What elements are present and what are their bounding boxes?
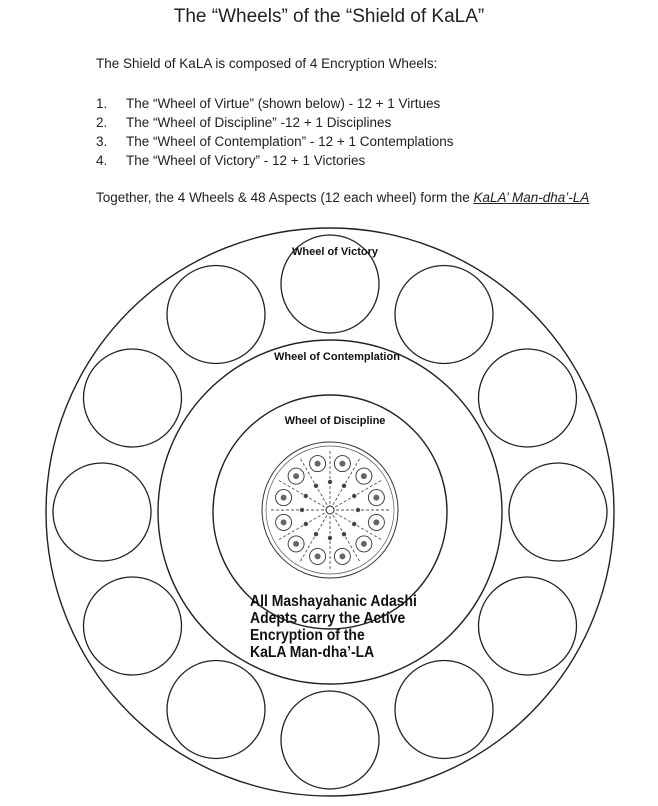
caption-line: Encryption of the <box>250 627 365 644</box>
list-number: 1. <box>96 96 108 111</box>
victory-circle <box>477 576 578 676</box>
emblem-glyph-circle <box>275 513 293 531</box>
emblem-glyph-dot <box>360 540 367 547</box>
emblem-glyph-circle <box>287 467 305 485</box>
emblem-glyph-circle <box>275 489 293 507</box>
list-item: 1. The “Wheel of Virtue” (shown below) - … <box>96 94 454 113</box>
list-item: 4. The “Wheel of Victory” - 12 + 1 Victor… <box>96 151 454 170</box>
emblem-glyph-dot <box>280 519 287 526</box>
emblem-glyph-dot <box>293 473 300 480</box>
victory-circle <box>394 264 494 365</box>
emblem-glyph-dot <box>360 473 367 480</box>
outer-wheel-circle <box>45 227 615 797</box>
emblem-ray <box>277 479 326 508</box>
victory-circles-group <box>52 234 608 790</box>
emblem-glyph-circle <box>355 467 373 485</box>
victory-circle <box>477 348 578 448</box>
emblem-inner-dot <box>313 483 319 488</box>
emblem-ray <box>334 512 383 541</box>
emblem-glyph-circle <box>367 513 385 531</box>
victory-circle <box>166 264 266 365</box>
emblem-glyph-dot <box>373 494 380 501</box>
emblem-glyphs-group <box>275 455 385 565</box>
emblem-ray <box>277 512 326 541</box>
wheel-of-discipline-label: Wheel of Discipline <box>285 415 386 427</box>
list-text: The “Wheel of Virtue” (shown below) - 12… <box>126 96 441 111</box>
list-text: The “Wheel of Victory” - 12 + 1 Victorie… <box>126 153 366 168</box>
wheel-of-victory-label: Wheel of Victory <box>292 246 379 258</box>
list-number: 3. <box>96 134 108 149</box>
emblem-glyph-dot <box>339 553 346 560</box>
emblem-inner-dot <box>299 507 305 513</box>
emblem-inner-dot <box>327 535 333 541</box>
emblem-ray <box>299 514 328 563</box>
emblem-glyph-circle <box>355 535 373 553</box>
emblem-inner-dot <box>313 532 319 537</box>
victory-circle <box>52 462 152 562</box>
victory-circle <box>82 348 183 448</box>
emblem-glyph-dot <box>339 460 346 467</box>
wheel-of-virtue-emblem <box>261 441 399 579</box>
caption-line: Adepts carry the Active <box>250 610 406 627</box>
emblem-center <box>325 505 335 515</box>
emblem-glyph-dot <box>314 553 321 560</box>
emblem-inner-dot <box>352 521 357 527</box>
emblem-inner-dot <box>303 493 308 499</box>
emblem-inner-dot <box>341 483 347 488</box>
emblem-inner-dot <box>352 493 357 499</box>
inner-wheel-circle <box>212 394 448 630</box>
victory-circle <box>166 659 266 760</box>
list-item: 2. The “Wheel of Discipline” -12 + 1 Disc… <box>96 113 454 132</box>
page-title: The “Wheels” of the “Shield of KaLA” <box>173 6 485 27</box>
emblem-ray <box>299 457 328 506</box>
emblem-ray <box>332 514 361 563</box>
emblem-glyph-dot <box>373 519 380 526</box>
emblem-rays-group <box>270 450 390 570</box>
victory-circle <box>508 462 608 562</box>
emblem-inner-dot <box>327 479 333 485</box>
emblem-glyph-circle <box>333 547 351 565</box>
emblem-inner-dot <box>303 521 308 527</box>
emblem-ray <box>334 479 383 508</box>
middle-wheel-circle <box>157 339 503 685</box>
victory-circle <box>82 576 183 676</box>
intro-text: The Shield of KaLA is composed of 4 Encr… <box>96 56 438 71</box>
emblem-inner-dot <box>355 507 361 513</box>
emblem-glyph-circle <box>367 489 385 507</box>
adepts-caption: All Mashayahanic Adashi Adepts carry the… <box>250 593 417 661</box>
kala-mandala-link: KaLA’ Man-dha’-LA <box>473 190 590 205</box>
wheels-list: 1. The “Wheel of Virtue” (shown below) - … <box>96 94 454 170</box>
emblem-outer-ring <box>261 441 399 579</box>
emblem-glyph-circle <box>287 535 305 553</box>
wheel-of-contemplation-label: Wheel of Contemplation <box>274 351 400 363</box>
caption-line: KaLA Man-dha’-LA <box>250 644 375 661</box>
emblem-glyph-circle <box>309 455 327 473</box>
emblem-glyph-dot <box>293 540 300 547</box>
caption-line: All Mashayahanic Adashi <box>250 593 417 610</box>
victory-circle <box>394 659 494 760</box>
emblem-glyph-circle <box>333 455 351 473</box>
victory-circle <box>280 234 380 334</box>
list-text: The “Wheel of Contemplation” - 12 + 1 Co… <box>126 134 454 149</box>
emblem-ray <box>332 457 361 506</box>
emblem-glyph-dot <box>314 460 321 467</box>
emblem-inner-dot <box>341 532 347 537</box>
emblem-glyph-circle <box>309 547 327 565</box>
list-number: 4. <box>96 153 108 168</box>
emblem-ring <box>265 445 395 575</box>
list-item: 3. The “Wheel of Contemplation” - 12 + 1 … <box>96 132 454 151</box>
together-text-body: Together, the 4 Wheels & 48 Aspects (12 … <box>96 190 474 205</box>
list-number: 2. <box>96 115 108 130</box>
emblem-glyph-dot <box>280 494 287 501</box>
together-text: Together, the 4 Wheels & 48 Aspects (12 … <box>96 190 589 205</box>
list-text: The “Wheel of Discipline” -12 + 1 Discip… <box>126 115 392 130</box>
victory-circle <box>280 690 380 790</box>
